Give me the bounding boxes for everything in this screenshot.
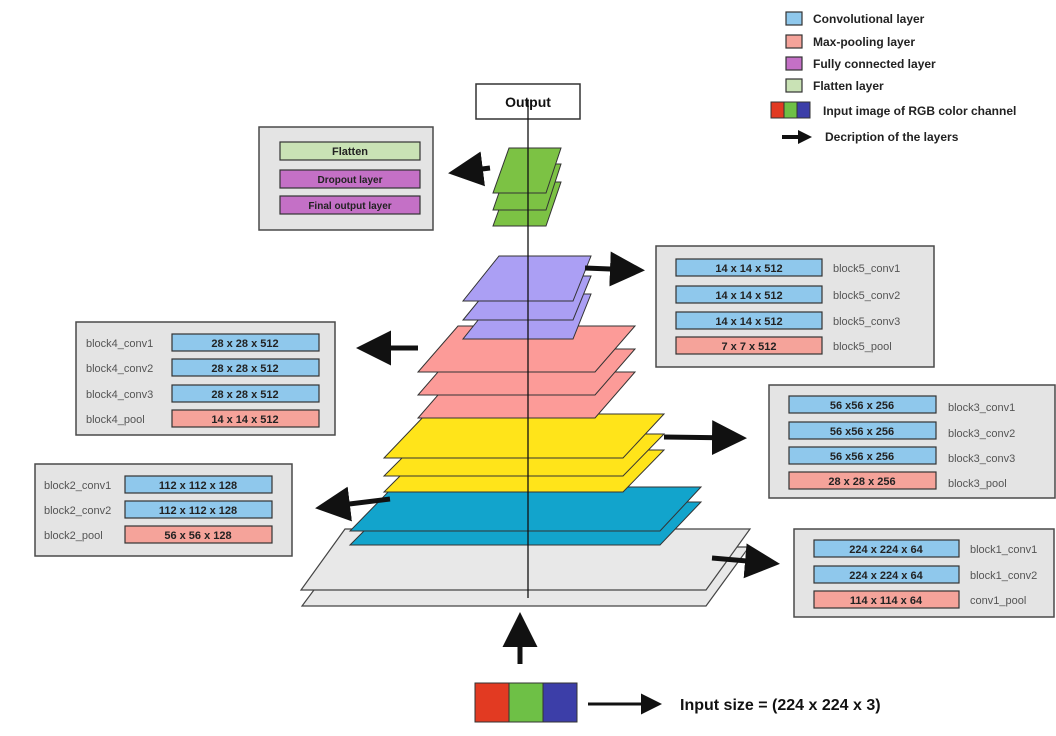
block1-row2-box xyxy=(813,565,960,584)
block3-row3-box xyxy=(788,446,937,465)
legend-label-flatten: Flatten layer xyxy=(813,79,884,93)
input-channel-green xyxy=(508,682,544,723)
block4-row1-shape: 28 x 28 x 512 xyxy=(211,338,278,350)
block2-row1-shape: 112 x 112 x 128 xyxy=(159,480,237,492)
block3-row3-name: block3_conv3 xyxy=(948,453,1015,465)
block3-panel: 56 x56 x 256 block3_conv1 56 x56 x 256 b… xyxy=(768,384,1056,499)
block3-row2-name: block3_conv2 xyxy=(948,428,1015,440)
layer-plane-block3-1 xyxy=(382,413,666,459)
legend-label-fc: Fully connected layer xyxy=(813,57,936,71)
block4-row2-box xyxy=(171,358,320,377)
block1-row3-box xyxy=(813,590,960,609)
legend-swatch-flatten xyxy=(785,78,803,93)
legend-label-desc: Decription of the layers xyxy=(825,130,959,144)
block5-row1-name: block5_conv1 xyxy=(833,263,900,275)
block2-row1-name: block2_conv1 xyxy=(44,480,111,492)
legend-arrow-icon xyxy=(782,130,812,144)
block2-row2-box xyxy=(124,500,273,519)
block4-row3-shape: 28 x 28 x 512 xyxy=(211,389,278,401)
block4-row1-box xyxy=(171,333,320,352)
block4-row1-name: block4_conv1 xyxy=(86,338,153,350)
block4-row4-box xyxy=(171,409,320,428)
arrow-to-block1 xyxy=(711,543,780,579)
arrow-to-top-panel xyxy=(448,151,491,187)
dropout-label: Dropout layer xyxy=(317,175,382,186)
block4-row4-shape: 14 x 14 x 512 xyxy=(211,414,278,426)
block5-row2-shape: 14 x 14 x 512 xyxy=(715,290,782,302)
block1-row3-shape: 114 x 114 x 64 xyxy=(850,595,923,607)
block5-row4-shape: 7 x 7 x 512 xyxy=(721,341,776,353)
block3-row1-box xyxy=(788,395,937,414)
block5-row3-name: block5_conv3 xyxy=(833,316,900,328)
final-output-box xyxy=(279,195,421,215)
block3-row2-shape: 56 x56 x 256 xyxy=(830,426,894,438)
flatten-box xyxy=(279,141,421,161)
block5-row1-box xyxy=(675,258,823,277)
legend-label-conv: Convolutional layer xyxy=(813,12,925,26)
block5-row3-box xyxy=(675,311,823,330)
block2-row3-box xyxy=(124,525,273,544)
block2-panel: block2_conv1 112 x 112 x 128 block2_conv… xyxy=(34,463,293,557)
legend-swatch-fc xyxy=(785,56,803,71)
block5-row1-shape: 14 x 14 x 512 xyxy=(715,263,782,275)
legend-swatch-conv xyxy=(785,11,803,26)
block5-row2-name: block5_conv2 xyxy=(833,290,900,302)
arrow-to-block2 xyxy=(315,486,391,522)
dropout-box xyxy=(279,169,421,189)
block3-row4-shape: 28 x 28 x 256 xyxy=(828,476,895,488)
block3-row4-box xyxy=(788,471,937,490)
legend-label-input: Input image of RGB color channel xyxy=(823,104,1016,118)
block4-row3-box xyxy=(171,384,320,403)
block4-row2-shape: 28 x 28 x 512 xyxy=(211,363,278,375)
legend-label-pool: Max-pooling layer xyxy=(813,35,915,49)
block5-row2-box xyxy=(675,285,823,304)
top-panel: Flatten Dropout layer Final output layer xyxy=(258,126,434,231)
block1-row2-shape: 224 x 224 x 64 xyxy=(849,570,923,582)
block1-row1-shape: 224 x 224 x 64 xyxy=(849,544,923,556)
arrow-to-block3 xyxy=(663,420,747,456)
block5-row3-shape: 14 x 14 x 512 xyxy=(715,316,782,328)
arrows xyxy=(315,151,780,715)
block2-row3-shape: 56 x 56 x 128 xyxy=(164,530,231,542)
legend-rgb-swatch xyxy=(770,101,811,119)
block4-row3-name: block4_conv3 xyxy=(86,389,153,401)
block5-panel: 14 x 14 x 512 block5_conv1 14 x 14 x 512… xyxy=(655,245,935,368)
block5-row4-box xyxy=(675,336,823,355)
input-channel-red xyxy=(474,682,510,723)
legend-swatch-pool xyxy=(785,34,803,49)
layer-plane-block2-top xyxy=(348,486,703,532)
block3-row1-name: block3_conv1 xyxy=(948,402,1015,414)
layer-plane-block5-1 xyxy=(461,255,592,302)
block1-row2-name: block1_conv2 xyxy=(970,570,1037,582)
input-rgb-image xyxy=(474,682,578,723)
block1-row1-box xyxy=(813,539,960,558)
block2-row3-name: block2_pool xyxy=(44,530,103,542)
flatten-label: Flatten xyxy=(332,146,368,158)
legend: Convolutional layer Max-pooling layer Fu… xyxy=(770,11,1016,144)
block3-row3-shape: 56 x56 x 256 xyxy=(830,451,894,463)
block2-row1-box xyxy=(124,475,273,494)
final-output-label: Final output layer xyxy=(308,201,391,212)
block1-row3-name: conv1_pool xyxy=(970,595,1026,607)
input-channel-blue xyxy=(542,682,578,723)
block3-row1-shape: 56 x56 x 256 xyxy=(830,400,894,412)
block1-row1-name: block1_conv1 xyxy=(970,544,1037,556)
block4-row2-name: block4_conv2 xyxy=(86,363,153,375)
block4-panel: block4_conv1 28 x 28 x 512 block4_conv2 … xyxy=(75,321,336,436)
arrow-to-block5 xyxy=(584,251,645,287)
input-size-label: Input size = (224 x 224 x 3) xyxy=(680,697,881,714)
block5-row4-name: block5_pool xyxy=(833,341,892,353)
layer-plane-dense-1 xyxy=(492,147,562,194)
layer-stack xyxy=(299,100,752,607)
block3-row2-box xyxy=(788,421,937,440)
block2-row2-name: block2_conv2 xyxy=(44,505,111,517)
block3-row4-name: block3_pool xyxy=(948,478,1007,490)
block1-panel: 224 x 224 x 64 block1_conv1 224 x 224 x … xyxy=(793,528,1055,618)
block2-row2-shape: 112 x 112 x 128 xyxy=(159,505,237,517)
block4-row4-name: block4_pool xyxy=(86,414,145,426)
